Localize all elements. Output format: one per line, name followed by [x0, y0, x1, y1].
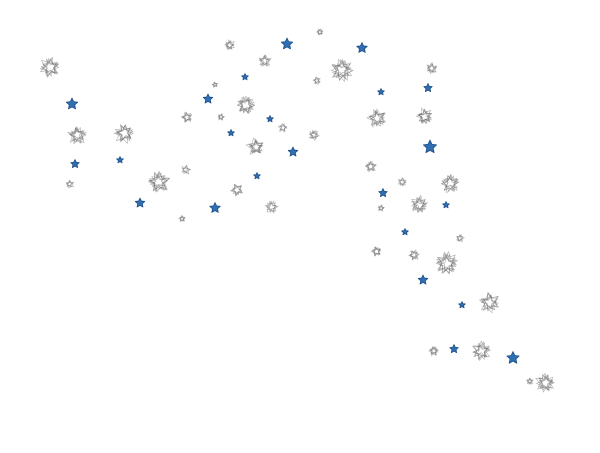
gray-scribble-star-icon — [440, 173, 460, 194]
blue-star-icon — [449, 344, 459, 354]
blue-star-icon — [377, 88, 385, 96]
blue-star-icon — [442, 201, 450, 209]
blue-star-icon — [134, 197, 146, 208]
gray-scribble-star-icon — [526, 377, 534, 386]
gray-scribble-star-icon — [236, 95, 256, 115]
blue-star-icon — [209, 202, 221, 213]
gray-scribble-star-icon — [426, 61, 438, 75]
blue-star-icon — [65, 97, 79, 110]
gray-scribble-star-icon — [224, 39, 235, 51]
gray-scribble-star-icon — [277, 122, 288, 133]
blue-star-icon — [287, 146, 299, 157]
gray-scribble-star-icon — [180, 111, 193, 123]
gray-scribble-star-icon — [177, 214, 186, 223]
gray-scribble-star-icon — [415, 107, 433, 125]
gray-scribble-star-icon — [245, 137, 264, 155]
blue-star-icon — [423, 83, 433, 93]
blue-star-icon — [253, 172, 261, 180]
blue-star-icon — [202, 93, 214, 104]
blue-star-icon — [458, 301, 466, 309]
gray-scribble-star-icon — [330, 58, 354, 83]
blue-star-icon — [506, 351, 520, 364]
gray-scribble-star-icon — [366, 108, 387, 128]
blue-star-icon — [422, 139, 438, 154]
blue-star-icon — [266, 115, 274, 123]
blue-star-icon — [401, 228, 409, 236]
gray-scribble-star-icon — [478, 292, 499, 314]
gray-scribble-star-icon — [365, 160, 377, 173]
gray-scribble-star-icon — [370, 246, 382, 257]
gray-scribble-star-icon — [428, 345, 440, 357]
blue-star-icon — [356, 42, 368, 53]
gray-scribble-star-icon — [181, 164, 192, 175]
gray-scribble-star-icon — [397, 177, 407, 187]
gray-scribble-star-icon — [39, 56, 60, 78]
gray-scribble-star-icon — [258, 54, 272, 67]
gray-scribble-star-icon — [471, 340, 491, 362]
blue-star-icon — [116, 156, 124, 164]
gray-scribble-star-icon — [229, 183, 243, 197]
gray-scribble-star-icon — [113, 124, 135, 144]
gray-scribble-star-icon — [67, 126, 87, 145]
gray-scribble-star-icon — [312, 75, 322, 86]
gray-scribble-star-icon — [65, 179, 75, 189]
gray-scribble-star-icon — [455, 233, 466, 243]
gray-scribble-star-icon — [217, 113, 225, 121]
gray-scribble-star-icon — [308, 129, 320, 142]
blue-star-icon — [241, 73, 249, 81]
gray-scribble-star-icon — [408, 249, 420, 261]
gray-scribble-star-icon — [411, 194, 429, 214]
gray-scribble-star-icon — [435, 250, 459, 275]
gray-scribble-star-icon — [535, 372, 555, 393]
blue-star-icon — [70, 159, 80, 169]
gray-scribble-star-icon — [211, 81, 219, 88]
gray-scribble-star-icon — [147, 170, 171, 193]
blue-star-icon — [378, 188, 388, 198]
gray-scribble-star-icon — [315, 28, 324, 36]
gray-scribble-star-icon — [377, 204, 385, 212]
blue-star-icon — [280, 37, 294, 50]
star-marks-group — [39, 28, 555, 393]
blue-star-icon — [417, 274, 429, 285]
blue-star-icon — [227, 129, 235, 137]
gray-scribble-star-icon — [264, 200, 279, 214]
